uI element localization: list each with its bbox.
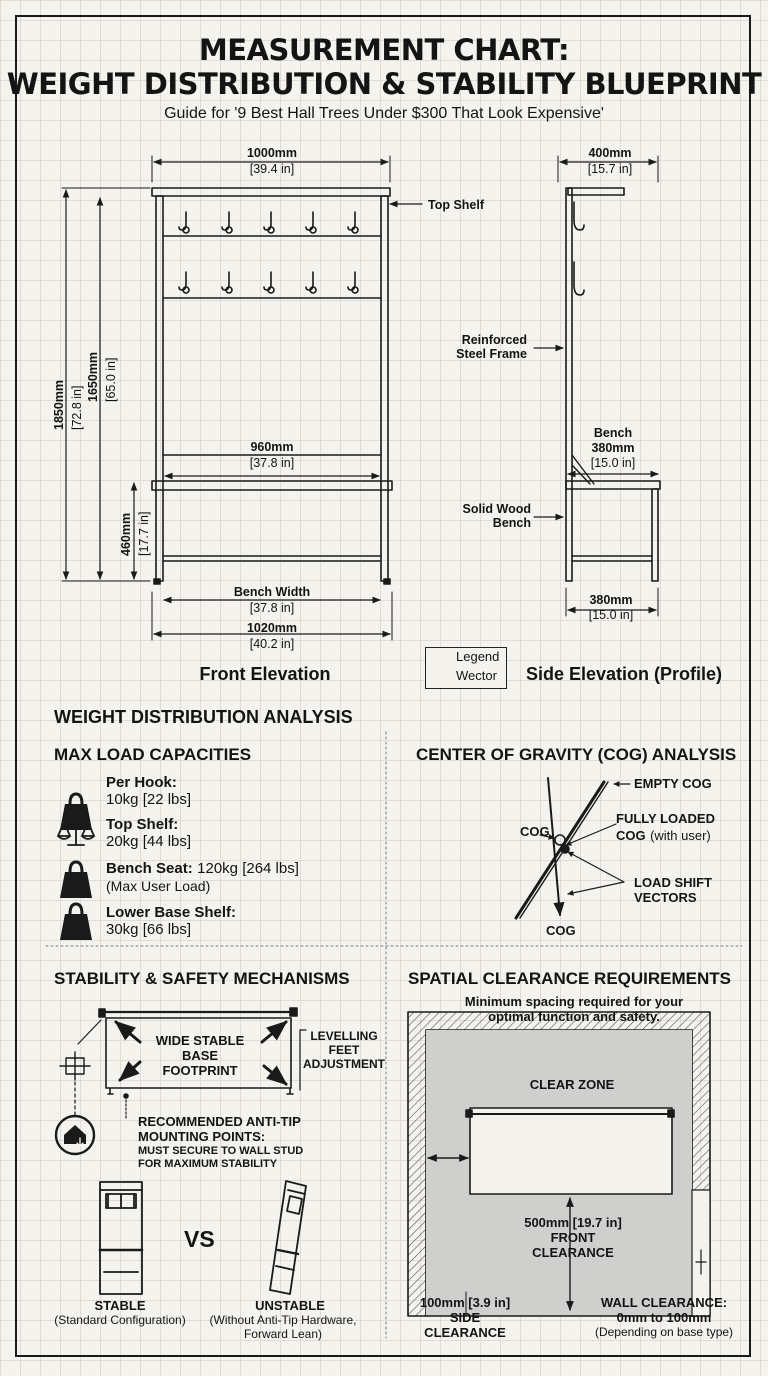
- side-base-depth-in: [15.0 in]: [588, 608, 634, 622]
- legend-item-2: Wector: [456, 668, 497, 683]
- page-border: [15, 15, 751, 1357]
- load-item-bench-seat: Bench Seat: 120kg [264 lbs] (Max User Lo…: [106, 860, 299, 895]
- clearance-section-title: SPATIAL CLEARANCE REQUIREMENTS: [408, 969, 732, 988]
- side-bench-depth-in: [15.0 in]: [590, 456, 636, 470]
- front-right-post: [380, 195, 389, 582]
- home-anchor-icon: [54, 1114, 96, 1156]
- front-bench-width: Bench Width: [233, 585, 311, 599]
- unstable-label: UNSTABLE: [255, 1298, 325, 1313]
- weight-icon: [60, 860, 92, 898]
- front-height-shelf: 1650mm[65.0 in]: [86, 351, 119, 402]
- front-base-width: 1020mm: [246, 621, 298, 635]
- front-width-top: 1000mm: [246, 146, 298, 160]
- side-clearance-label: 100mm [3.9 in] SIDE CLEARANCE: [419, 1295, 511, 1340]
- cog-analysis-title: CENTER OF GRAVITY (COG) ANALYSIS: [416, 745, 737, 764]
- cog-label: COG: [520, 824, 550, 839]
- front-elevation-title: Front Elevation: [199, 664, 331, 684]
- front-clearance-label: 500mm [19.7 in] FRONT CLEARANCE: [524, 1215, 622, 1260]
- load-item-top-shelf: Top Shelf: 20kg [44 lbs]: [106, 816, 192, 851]
- front-inner-width-in: [37.8 in]: [249, 456, 295, 470]
- anchor-bracket-icon: [59, 1051, 91, 1081]
- load-capacities-title: MAX LOAD CAPACITIES: [54, 745, 252, 764]
- empty-cog-label: EMPTY COG: [634, 776, 712, 791]
- unstable-note: (Without Anti-Tip Hardware, Forward Lean…: [209, 1313, 357, 1341]
- front-bench-width-in: [37.8 in]: [249, 601, 295, 615]
- stable-label: STABLE: [94, 1298, 146, 1313]
- unstable-hall-tree-icon: [269, 1180, 307, 1295]
- weight-icon: [60, 902, 92, 940]
- side-bench-depth: 380mm: [591, 441, 635, 455]
- page-title-line1: MEASUREMENT CHART:: [198, 33, 570, 67]
- stable-note: (Standard Configuration): [54, 1313, 186, 1327]
- side-rear-post: [565, 187, 573, 582]
- vs-label: VS: [184, 1226, 215, 1252]
- legend-box: [425, 647, 507, 689]
- clearance-plan-diagram: [407, 1011, 711, 1317]
- side-elevation-drawing: [533, 155, 661, 617]
- legend-item-1: Legend: [456, 649, 500, 664]
- load-shift-vectors-label: LOAD SHIFT VECTORS: [634, 875, 712, 905]
- front-bench-seat: [151, 480, 393, 491]
- page-title-line2: WEIGHT DISTRIBUTION & STABILITY BLUEPRIN…: [6, 67, 762, 101]
- stability-base-diagram: [54, 1007, 307, 1156]
- side-depth-top-in: [15.7 in]: [587, 162, 633, 176]
- front-base-width-in: [40.2 in]: [249, 637, 295, 651]
- side-front-leg: [651, 488, 659, 582]
- front-height-bench: 460mm[17.7 in]: [119, 511, 152, 556]
- load-item-hook: Per Hook: 10kg [22 lbs]: [106, 774, 192, 809]
- hall-tree-footprint: [469, 1107, 673, 1195]
- front-height-total: 1850mm[72.8 in]: [52, 379, 85, 430]
- side-bench-seat: [565, 480, 661, 490]
- side-hook-lower: [573, 261, 585, 296]
- label-bench: Bench: [593, 426, 633, 440]
- side-hook-upper: [573, 201, 585, 231]
- load-item-lower-base-shelf: Lower Base Shelf: 30kg [66 lbs]: [106, 904, 237, 939]
- weight-section-title: WEIGHT DISTRIBUTION ANALYSIS: [54, 707, 353, 727]
- clear-zone-label: CLEAR ZONE: [529, 1077, 615, 1092]
- base-footprint-label: WIDE STABLE BASE FOOTPRINT: [155, 1033, 245, 1078]
- anti-tip-label: RECOMMENDED ANTI-TIP MOUNTING POINTS: MU…: [138, 1114, 304, 1170]
- front-inner-width: 960mm: [250, 440, 294, 454]
- stable-hall-tree-icon: [98, 1181, 144, 1295]
- page-subtitle: Guide for '9 Best Hall Trees Under $300 …: [164, 105, 604, 122]
- fully-loaded-cog-label: FULLY LOADED COG (with user): [616, 811, 715, 843]
- front-width-top-in: [39.4 in]: [249, 162, 295, 176]
- side-depth-top: 400mm: [588, 146, 632, 160]
- cog-diagram: [514, 777, 631, 920]
- front-top-shelf: [151, 187, 391, 197]
- front-hooks-upper: [178, 211, 359, 234]
- cog-bottom-label: COG: [546, 923, 576, 938]
- side-elevation-title: Side Elevation (Profile): [525, 664, 723, 684]
- side-base-depth: 380mm: [589, 593, 633, 607]
- wall-clearance-label: WALL CLEARANCE: 0mm to 100mm (Depending …: [594, 1295, 734, 1339]
- front-left-post: [155, 195, 164, 582]
- front-hooks-lower: [178, 271, 359, 294]
- stability-section-title: STABILITY & SAFETY MECHANISMS: [54, 969, 350, 988]
- balance-scale-icon: [57, 815, 95, 846]
- label-top-shelf: Top Shelf: [428, 198, 485, 212]
- front-elevation-drawing: [61, 155, 423, 641]
- levelling-feet-label: LEVELLING FEET ADJUSTMENT: [302, 1029, 386, 1071]
- side-top-shelf: [567, 187, 625, 196]
- clearance-description: Minimum spacing required for your optima…: [464, 994, 684, 1024]
